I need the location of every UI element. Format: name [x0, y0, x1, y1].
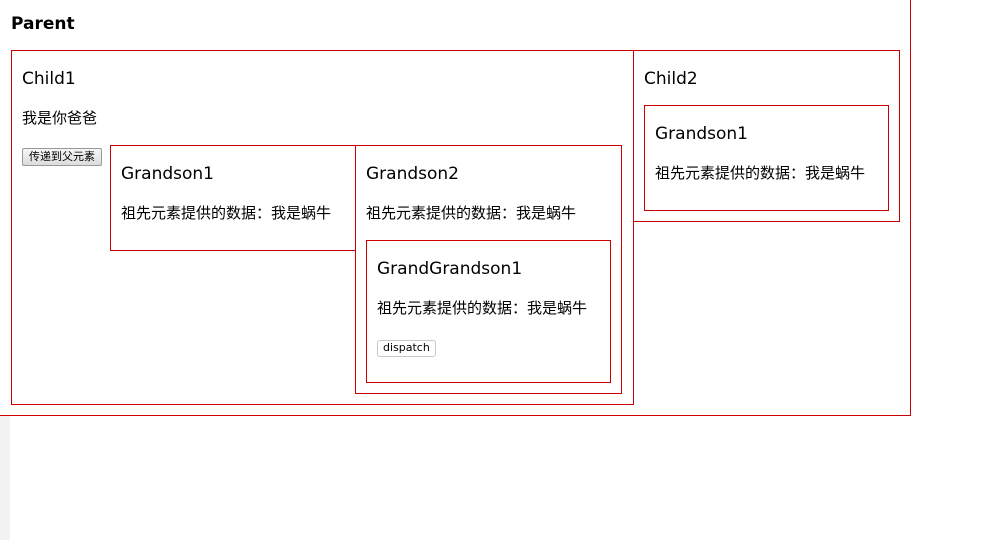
grandgrandson1-title: GrandGrandson1	[377, 259, 523, 279]
pass-to-parent-button[interactable]: 传递到父元素	[22, 148, 102, 166]
child1-text: 我是你爸爸	[22, 109, 98, 127]
grandgrandson1-text: 祖先元素提供的数据：我是蜗牛	[377, 299, 588, 317]
parent-title: Parent	[11, 14, 75, 34]
child2-grandson1-box	[644, 105, 889, 211]
left-gutter	[0, 416, 10, 540]
child1-grandson1-box	[110, 145, 356, 251]
child2-title: Child2	[644, 69, 698, 89]
child1-box	[11, 50, 634, 405]
child1-grandson2-text: 祖先元素提供的数据：我是蜗牛	[366, 204, 577, 222]
child1-title: Child1	[22, 69, 76, 89]
parent-box	[0, 0, 911, 416]
child2-box	[633, 50, 900, 222]
grandgrandson1-box	[366, 240, 611, 383]
child1-grandson1-title: Grandson1	[121, 164, 214, 184]
child2-grandson1-title: Grandson1	[655, 124, 748, 144]
child1-grandson2-title: Grandson2	[366, 164, 459, 184]
child1-grandson1-text: 祖先元素提供的数据：我是蜗牛	[121, 204, 332, 222]
dispatch-button[interactable]: dispatch	[377, 340, 436, 357]
child1-grandson2-box	[355, 145, 622, 394]
child2-grandson1-text: 祖先元素提供的数据：我是蜗牛	[655, 164, 866, 182]
